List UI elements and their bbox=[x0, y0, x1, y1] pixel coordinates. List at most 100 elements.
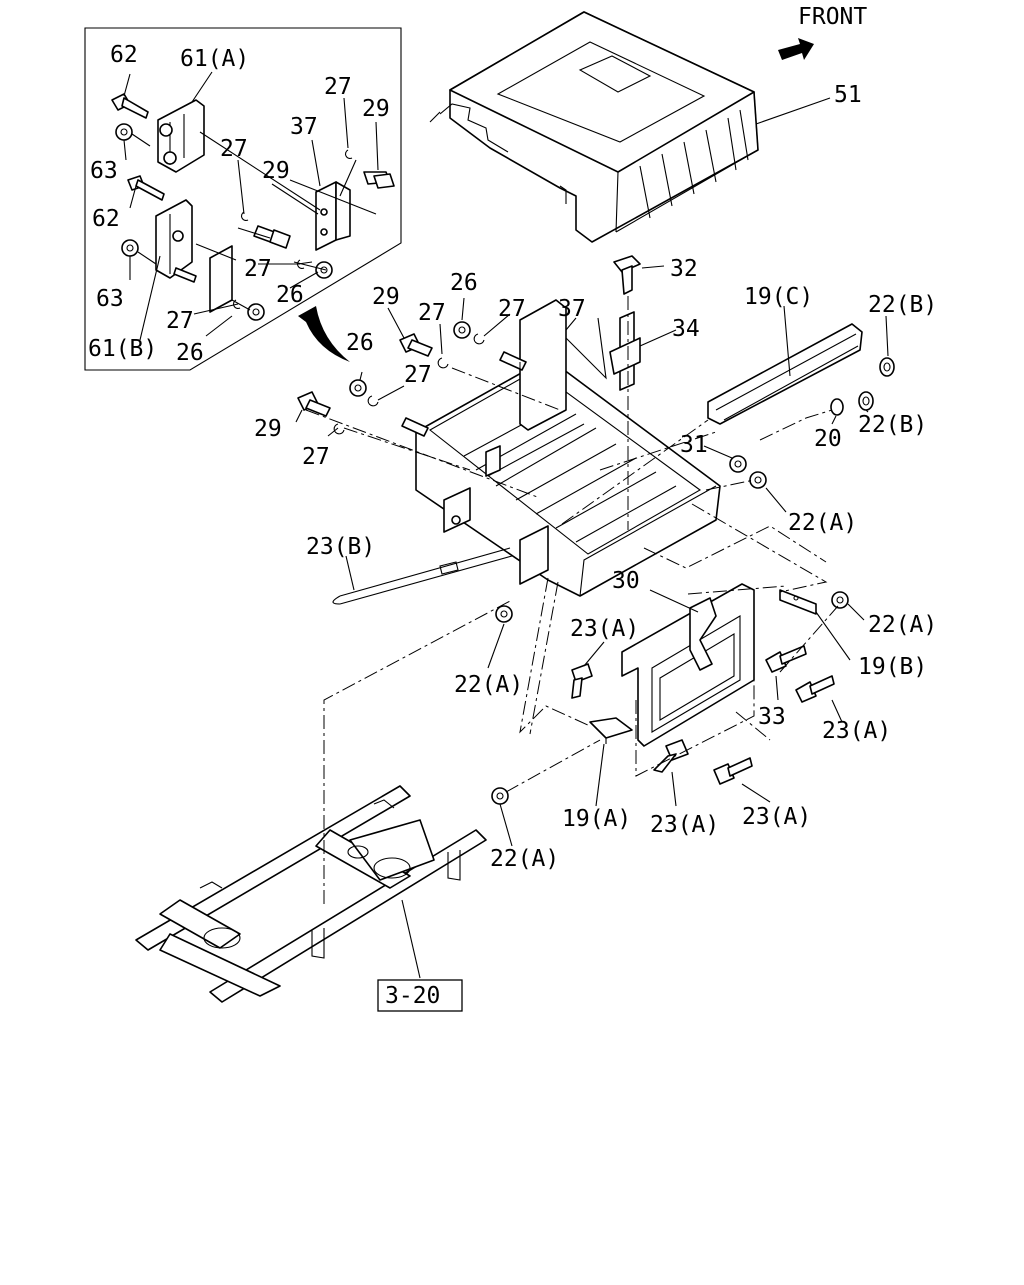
washer-20 bbox=[830, 398, 844, 416]
nut-22a-c bbox=[495, 605, 513, 623]
leader-lines bbox=[123, 71, 889, 979]
plate-inset bbox=[209, 245, 233, 313]
front-arrow-icon bbox=[778, 38, 814, 60]
callout-27f: 27 bbox=[498, 296, 526, 322]
callout-62a: 62 bbox=[110, 42, 138, 68]
callout-27c: 27 bbox=[244, 256, 272, 282]
callout-27d: 27 bbox=[166, 308, 194, 334]
bolt-29-main-b bbox=[297, 391, 331, 417]
bracket-61a bbox=[157, 99, 205, 173]
bracket-34 bbox=[609, 311, 641, 391]
callout-37a: 37 bbox=[290, 114, 318, 140]
reference-box-group: 3-20 bbox=[377, 979, 463, 1012]
callout-27b: 27 bbox=[324, 74, 352, 100]
chassis-frame bbox=[135, 785, 487, 1003]
callout-29d: 29 bbox=[254, 416, 282, 442]
nut-22b-a bbox=[858, 391, 874, 411]
bolt-23a-d bbox=[713, 757, 753, 785]
bolt-23a-b bbox=[795, 675, 835, 703]
callout-22b2: 22(B) bbox=[858, 412, 927, 438]
callout-23a2: 23(A) bbox=[822, 718, 891, 744]
callout-34: 34 bbox=[672, 316, 700, 342]
nut-22a-d bbox=[491, 787, 509, 805]
nut-63b bbox=[121, 239, 157, 265]
callout-20: 20 bbox=[814, 426, 842, 452]
nut-26-inset-b bbox=[247, 303, 265, 321]
bolt-29-inset-a bbox=[363, 171, 395, 189]
nut-26-main-a bbox=[453, 321, 471, 339]
callout-22b1: 22(B) bbox=[868, 292, 937, 318]
callout-27a: 27 bbox=[220, 136, 248, 162]
front-indicator: FRONT bbox=[778, 4, 867, 60]
bolt-62b bbox=[127, 175, 165, 201]
nut-22b-b bbox=[879, 357, 895, 377]
clip-27-inset-b bbox=[240, 211, 249, 222]
callout-37b: 37 bbox=[558, 296, 586, 322]
bolt-62a bbox=[111, 93, 149, 119]
callout-32: 32 bbox=[670, 256, 698, 282]
callout-23a1: 23(A) bbox=[570, 616, 639, 642]
bracket-19a bbox=[589, 717, 633, 744]
callout-19b: 19(B) bbox=[858, 654, 927, 680]
clip-27-inset-d bbox=[232, 299, 241, 310]
callout-61a: 61(A) bbox=[180, 46, 249, 72]
reference-box-label: 3-20 bbox=[385, 983, 440, 1009]
rod-23b bbox=[332, 547, 513, 605]
bolt-23a-a bbox=[571, 663, 593, 699]
callout-19c: 19(C) bbox=[744, 284, 813, 310]
bolt-29-inset-b bbox=[253, 225, 291, 249]
bolt-main-d bbox=[401, 417, 429, 437]
bolt-32 bbox=[613, 255, 641, 295]
cover-51 bbox=[429, 11, 759, 243]
callout-31: 31 bbox=[680, 432, 708, 458]
callout-22a1: 22(A) bbox=[788, 510, 857, 536]
callout-61b: 61(B) bbox=[88, 336, 157, 362]
callout-26c: 26 bbox=[346, 330, 374, 356]
bracket-37-inset bbox=[315, 181, 351, 251]
callout-27g: 27 bbox=[404, 362, 432, 388]
callout-62b: 62 bbox=[92, 206, 120, 232]
clip-27-main-d bbox=[333, 423, 345, 435]
plate-30 bbox=[621, 583, 755, 747]
phantom-lines bbox=[305, 296, 839, 904]
callout-23a3: 23(A) bbox=[650, 812, 719, 838]
callout-27h: 27 bbox=[302, 444, 330, 470]
clip-27-inset-c bbox=[296, 259, 305, 270]
callout-23b: 23(B) bbox=[306, 534, 375, 560]
battery-tray bbox=[415, 299, 721, 597]
clip-27-main-a bbox=[437, 357, 449, 369]
nut-22a-a bbox=[749, 471, 767, 489]
callout-22a3: 22(A) bbox=[454, 672, 523, 698]
nut-26-main-b bbox=[349, 379, 367, 397]
bracket-19b bbox=[779, 589, 817, 615]
callout-26a: 26 bbox=[276, 282, 304, 308]
nut-63a bbox=[115, 123, 151, 147]
bolt-23a-c bbox=[653, 739, 689, 773]
front-label: FRONT bbox=[798, 4, 867, 30]
callout-27e: 27 bbox=[418, 300, 446, 326]
callout-33: 33 bbox=[758, 704, 786, 730]
callout-29c: 29 bbox=[372, 284, 400, 310]
callout-63a: 63 bbox=[90, 158, 118, 184]
bracket-61b bbox=[155, 199, 197, 283]
clip-27-inset-a bbox=[344, 149, 353, 160]
callout-51: 51 bbox=[834, 82, 862, 108]
callout-labels: 62 61(A) 63 62 63 61(B) 27 29 37 27 29 2… bbox=[88, 42, 937, 872]
callout-22a4: 22(A) bbox=[490, 846, 559, 872]
callout-26d: 26 bbox=[450, 270, 478, 296]
bolt-29-main-a bbox=[399, 333, 433, 357]
reference-box[interactable] bbox=[377, 979, 463, 1012]
callout-23a4: 23(A) bbox=[742, 804, 811, 830]
rail-19c bbox=[707, 323, 863, 425]
inset-detail bbox=[84, 27, 402, 371]
clip-27-main-b bbox=[473, 333, 485, 345]
callout-22a2: 22(A) bbox=[868, 612, 937, 638]
nut-22a-b bbox=[831, 591, 849, 609]
callout-19a: 19(A) bbox=[562, 806, 631, 832]
detail-arrow-icon bbox=[298, 306, 350, 362]
callout-29b: 29 bbox=[362, 96, 390, 122]
callout-30: 30 bbox=[612, 568, 640, 594]
callout-63b: 63 bbox=[96, 286, 124, 312]
